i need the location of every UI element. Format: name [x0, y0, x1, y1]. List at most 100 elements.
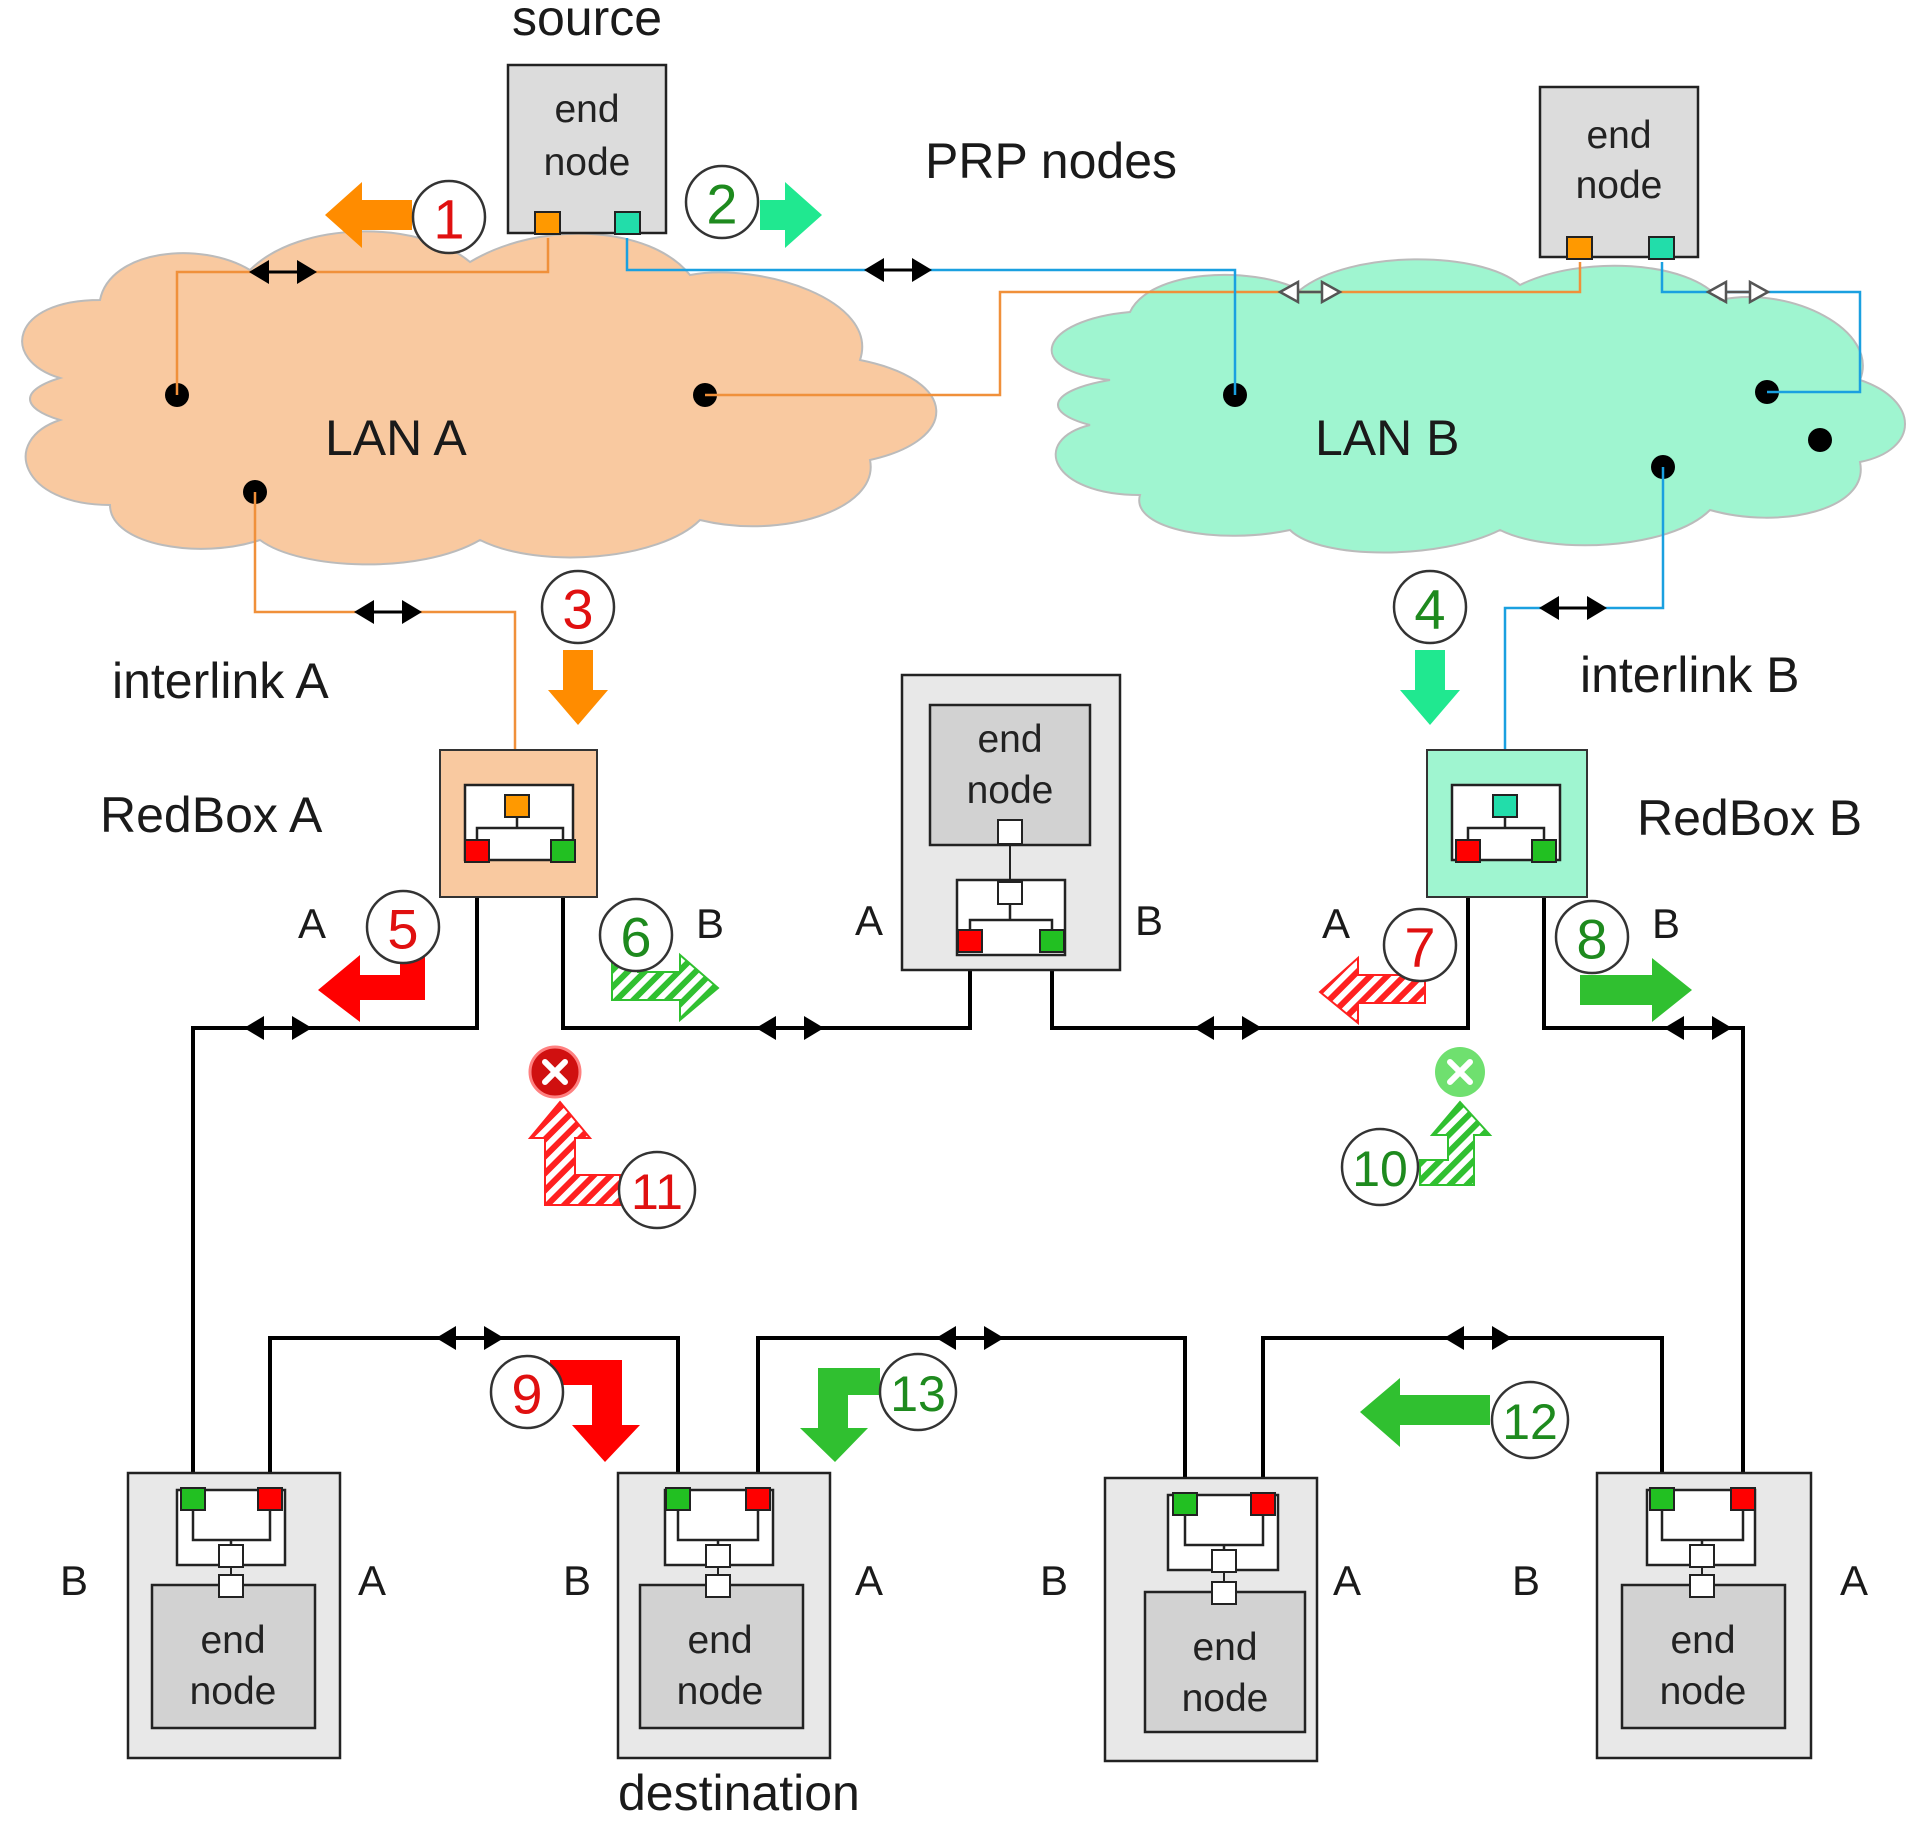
step-1: 1: [411, 179, 487, 255]
prp-port-b: [1648, 236, 1675, 260]
redbox-b-b-label: B: [1652, 900, 1680, 947]
redbox-b-port-b: [1531, 839, 1557, 863]
svg-text:5: 5: [387, 898, 418, 961]
svg-text:11: 11: [631, 1164, 683, 1220]
middle-node-line1: end: [977, 718, 1042, 761]
bottom-node-4: end node: [1595, 1471, 1813, 1760]
step-8: 8: [1554, 899, 1630, 975]
prp-node-line1: end: [1586, 114, 1651, 157]
redbox-b-label: RedBox B: [1637, 790, 1862, 846]
source-port-b: [614, 211, 641, 235]
step-9: 9: [489, 1354, 565, 1430]
arrow-11-hatched-red: [527, 1100, 621, 1206]
redbox-b-interlink-port: [1492, 794, 1518, 818]
bn4-b-label: B: [1512, 1557, 1540, 1604]
redbox-b-a-label: A: [1322, 900, 1350, 947]
svg-text:4: 4: [1414, 578, 1445, 641]
middle-node-line2: node: [967, 769, 1054, 812]
prp-end-node: end node: [1538, 85, 1700, 260]
bottom-node-1: end node: [126, 1471, 342, 1760]
svg-text:9: 9: [511, 1363, 542, 1426]
redbox-a-b-label: B: [696, 900, 724, 947]
redbox-a-interlink-port: [504, 794, 530, 818]
arrow-8-green: [1580, 958, 1692, 1022]
middle-port-b-label: B: [1135, 897, 1163, 944]
destination-label: destination: [618, 1765, 860, 1821]
step-10: 10: [1340, 1127, 1420, 1207]
bn2-a-label: A: [855, 1557, 883, 1604]
lan-a-cloud: [21, 230, 938, 566]
arrow-13-green: [800, 1368, 880, 1462]
svg-text:8: 8: [1576, 908, 1607, 971]
source-label: source: [512, 0, 662, 46]
svg-text:7: 7: [1404, 916, 1435, 979]
redbox-a-a-label: A: [298, 900, 326, 947]
svg-text:6: 6: [620, 906, 651, 969]
bottom-node-4-line2: node: [1660, 1670, 1747, 1713]
redbox-a-port-b: [550, 839, 576, 863]
interlink-b-label: interlink B: [1580, 647, 1800, 703]
bn1-a-label: A: [358, 1557, 386, 1604]
svg-text:12: 12: [1502, 1394, 1558, 1450]
destination-node-line2: node: [677, 1670, 764, 1713]
middle-port-a-label: A: [855, 897, 883, 944]
bn3-a-label: A: [1333, 1557, 1361, 1604]
arrow-9-red: [550, 1360, 640, 1462]
bottom-node-3: end node: [1103, 1476, 1319, 1763]
bottom-node-1-line2: node: [190, 1670, 277, 1713]
step-11: 11: [617, 1150, 697, 1230]
redbox-b-port-a: [1455, 839, 1481, 863]
step-13: 13: [878, 1352, 958, 1432]
step-3: 3: [540, 569, 616, 645]
redbox-a-label: RedBox A: [100, 787, 323, 843]
bottom-node-4-line1: end: [1670, 1619, 1735, 1662]
step-7: 7: [1382, 907, 1458, 983]
bn1-b-label: B: [60, 1557, 88, 1604]
arrow-3-orange: [548, 650, 608, 725]
x-circle-icon: [1435, 1047, 1485, 1097]
source-port-a: [534, 211, 561, 235]
bn2-b-label: B: [563, 1557, 591, 1604]
arrow-4-green: [1400, 650, 1460, 725]
arrow-2-green: [760, 182, 822, 248]
step-4: 4: [1392, 569, 1468, 645]
lan-b-label: LAN B: [1315, 410, 1460, 466]
source-node-line2: node: [544, 141, 631, 184]
x-circle-icon: [528, 1045, 582, 1099]
svg-text:10: 10: [1352, 1141, 1408, 1197]
arrow-10-hatched-green: [1419, 1100, 1493, 1186]
bottom-node-1-line1: end: [200, 1619, 265, 1662]
lan-b-cloud: [1050, 258, 1906, 554]
bn4-a-label: A: [1840, 1557, 1868, 1604]
prp-nodes-label: PRP nodes: [925, 133, 1177, 189]
arrow-1-orange: [325, 182, 412, 248]
arrow-12-green: [1360, 1378, 1490, 1447]
svg-text:1: 1: [433, 188, 464, 251]
bottom-node-3-line2: node: [1182, 1677, 1269, 1720]
bn3-b-label: B: [1040, 1557, 1068, 1604]
svg-text:3: 3: [562, 578, 593, 641]
step-5: 5: [365, 889, 441, 965]
redbox-a: [439, 749, 598, 898]
destination-node-line1: end: [687, 1619, 752, 1662]
interlink-a-label: interlink A: [112, 653, 329, 709]
step-6: 6: [598, 897, 674, 973]
svg-text:2: 2: [706, 173, 737, 236]
source-node: end node: [506, 63, 668, 235]
arrow-5-red: [318, 945, 425, 1022]
middle-port-a: [957, 929, 983, 953]
redbox-a-port-a: [464, 839, 490, 863]
step-12: 12: [1490, 1380, 1570, 1460]
middle-port-b: [1039, 929, 1065, 953]
source-node-line1: end: [554, 88, 619, 131]
lan-a-label: LAN A: [325, 410, 467, 466]
prp-node-line2: node: [1576, 164, 1663, 207]
redbox-b: [1426, 749, 1588, 898]
bottom-node-3-line1: end: [1192, 1626, 1257, 1669]
prp-port-a: [1566, 236, 1593, 260]
step-2: 2: [684, 164, 760, 240]
svg-text:13: 13: [890, 1366, 946, 1422]
middle-hsr-node: end node: [900, 673, 1122, 972]
bottom-node-destination: end node: [616, 1471, 832, 1760]
